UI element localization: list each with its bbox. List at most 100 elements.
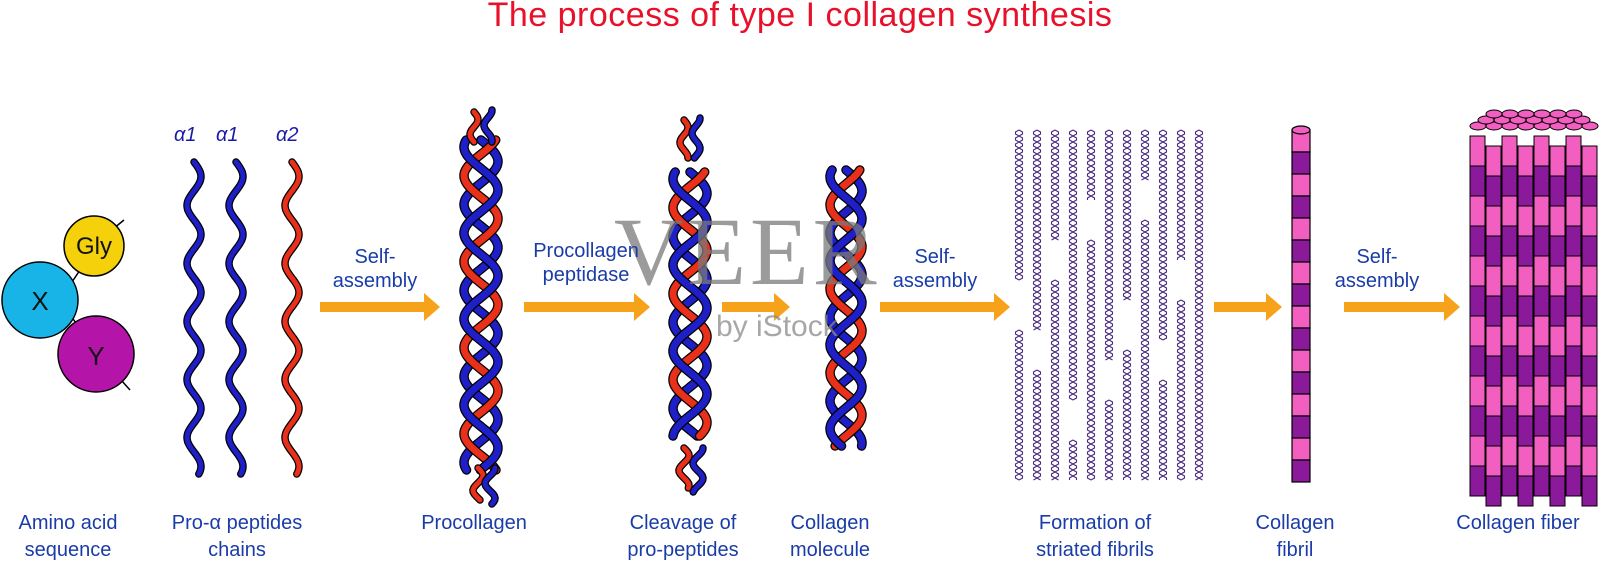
- striated-fibril-strand: [1158, 129, 1168, 341]
- caption-fibril-line2: fibril: [1276, 539, 1314, 561]
- caption-striated-line2: striated fibrils: [1036, 539, 1154, 561]
- fiber-segment: [1549, 175, 1566, 207]
- fiber-segment: [1485, 145, 1502, 177]
- fiber-segment: [1581, 265, 1598, 297]
- arrow-to-fibril-shaft: [1214, 302, 1268, 312]
- y-label: Y: [87, 341, 105, 371]
- fiber-segment: [1517, 235, 1534, 267]
- fiber-segment: [1533, 285, 1550, 317]
- fiber-top-cap: [1533, 109, 1551, 119]
- caption-amino-acid: Amino acid sequence: [0, 510, 136, 564]
- fiber-segment: [1517, 415, 1534, 447]
- cleavage-propeptide-bottom-red: [676, 445, 692, 491]
- fiber-segment: [1485, 235, 1502, 267]
- fiber-segment: [1549, 235, 1566, 267]
- caption-procollagen-text: Procollagen: [421, 512, 527, 534]
- fiber-segment: [1517, 355, 1534, 387]
- pro-alpha1-chain-first: [184, 159, 204, 477]
- fiber-segment: [1501, 405, 1518, 437]
- fiber-segment: [1565, 345, 1582, 377]
- fibril-segment: [1291, 415, 1311, 439]
- fiber-top-cap: [1501, 109, 1519, 119]
- fiber-segment: [1533, 465, 1550, 497]
- fibril-segment: [1291, 283, 1311, 307]
- fiber-segment: [1565, 135, 1582, 167]
- caption-fibril-line1: Collagen: [1255, 512, 1335, 534]
- striated-fibril-strand: [1158, 129, 1168, 341]
- fiber-segment: [1469, 195, 1486, 227]
- caption-pro-alpha-line2: chains: [208, 539, 266, 561]
- caption-striated-fibrils: Formation of striated fibrils: [1010, 510, 1180, 564]
- striated-fibril-strand: [1032, 369, 1042, 481]
- pro-alpha2-chain: [282, 159, 302, 477]
- fiber-segment: [1565, 315, 1582, 347]
- watermark-sub: by iStock: [716, 310, 838, 343]
- fiber-top-cap: [1573, 115, 1591, 125]
- watermark-brand: VEER: [614, 198, 881, 305]
- striated-fibril-strand: [1086, 239, 1096, 481]
- fiber-segment: [1549, 295, 1566, 327]
- fiber-segment: [1581, 175, 1598, 207]
- fiber-segment: [1581, 475, 1598, 507]
- x-label: X: [31, 286, 49, 316]
- arrow-self-assembly-1-head: [424, 293, 440, 321]
- caption-amino-acid-line2: sequence: [24, 539, 112, 561]
- fibril-segment: [1291, 305, 1311, 329]
- fibril-segment: [1291, 261, 1311, 285]
- fiber-segment: [1469, 465, 1486, 497]
- gly-label: Gly: [76, 233, 112, 260]
- arrow-to-fibril-head: [1266, 293, 1282, 321]
- striated-fibril-strand: [1086, 129, 1096, 200]
- caption-collagen-molecule: Collagen molecule: [772, 510, 888, 564]
- alpha1-label-first: α1: [174, 124, 197, 146]
- fiber-segment: [1565, 225, 1582, 257]
- striated-fibril-strand: [1194, 129, 1204, 481]
- x-circle: [1, 261, 79, 339]
- alpha2-label: α2: [276, 124, 299, 146]
- fiber-segment: [1565, 375, 1582, 407]
- caption-collagen-molecule-line1: Collagen: [790, 512, 870, 534]
- fiber-segment: [1501, 345, 1518, 377]
- fiber-segment: [1565, 405, 1582, 437]
- fiber-segment: [1533, 375, 1550, 407]
- fiber-segment: [1533, 405, 1550, 437]
- fibril-segment: [1291, 371, 1311, 395]
- caption-cleavage-line1: Cleavage of: [629, 512, 737, 534]
- fiber-segment: [1469, 165, 1486, 197]
- fiber-segment: [1469, 405, 1486, 437]
- fiber-segment: [1581, 445, 1598, 477]
- fiber-segment: [1501, 225, 1518, 257]
- fiber-segment: [1581, 385, 1598, 417]
- caption-collagen-fibril: Collagen fibril: [1240, 510, 1350, 564]
- caption-fiber-text: Collagen fiber: [1456, 512, 1580, 534]
- cleavage-propeptide-bottom-blue: [690, 445, 706, 495]
- fiber-top-cap: [1517, 109, 1535, 119]
- fiber-segment: [1501, 195, 1518, 227]
- arrow-self-assembly-2-head: [994, 293, 1010, 321]
- fibril-segment: [1291, 459, 1311, 483]
- fiber-segment: [1565, 465, 1582, 497]
- caption-collagen-fiber: Collagen fiber: [1436, 510, 1600, 537]
- striated-fibril-strand: [1194, 129, 1204, 481]
- fibril-segment: [1291, 393, 1311, 417]
- caption-striated-line1: Formation of: [1038, 512, 1152, 534]
- fiber-segment: [1549, 145, 1566, 177]
- gly-circle: [63, 215, 125, 277]
- striated-fibril-strand: [1176, 129, 1186, 260]
- fiber-segment: [1469, 315, 1486, 347]
- fiber-segment: [1517, 145, 1534, 177]
- striated-fibril-strand: [1122, 129, 1132, 301]
- striated-fibril-strand: [1140, 129, 1150, 181]
- fiber-segment: [1469, 255, 1486, 287]
- striated-fibril-strand: [1014, 329, 1024, 481]
- fiber-segment: [1533, 255, 1550, 287]
- cleavage-propeptide-top-blue: [689, 115, 703, 161]
- fiber-segment: [1469, 225, 1486, 257]
- fiber-segment: [1533, 165, 1550, 197]
- fiber-segment: [1565, 435, 1582, 467]
- striated-fibril-strand: [1014, 329, 1024, 481]
- fiber-segment: [1565, 165, 1582, 197]
- fiber-segment: [1517, 205, 1534, 237]
- caption-pro-alpha-line1: Pro-α peptides: [171, 512, 303, 534]
- fiber-segment: [1533, 345, 1550, 377]
